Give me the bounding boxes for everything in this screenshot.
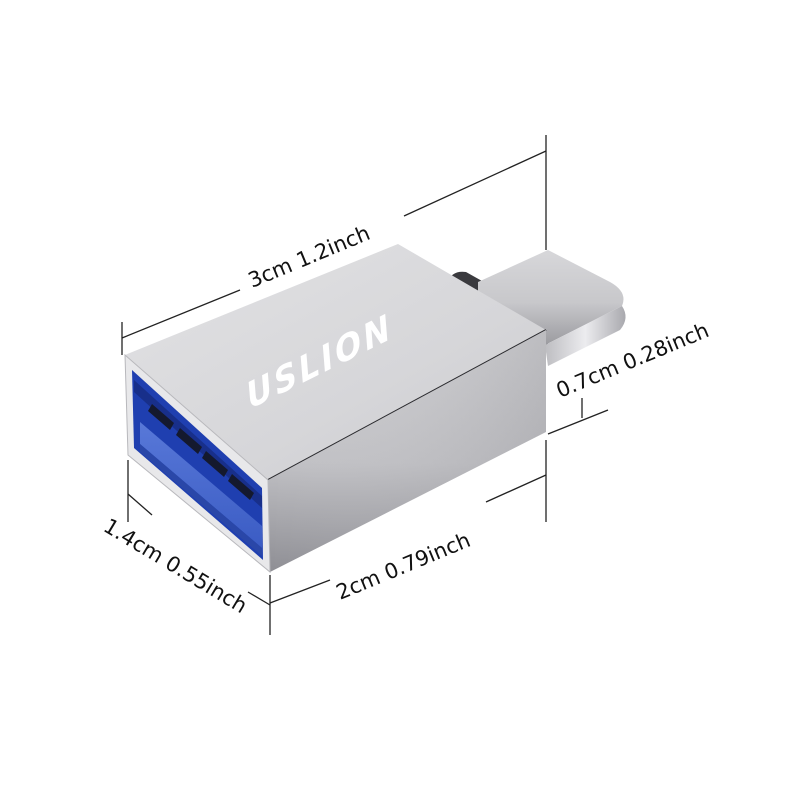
dimension-label-body-length: 2cm 0.79inch — [333, 528, 474, 605]
usb-a-tongue — [140, 422, 262, 548]
housing-top-face — [125, 244, 546, 480]
usb-a-port — [132, 370, 263, 560]
adapter-housing: USLION — [124, 244, 547, 574]
usb-c-plug-edge — [545, 306, 626, 366]
usb-a-contacts — [148, 404, 254, 500]
